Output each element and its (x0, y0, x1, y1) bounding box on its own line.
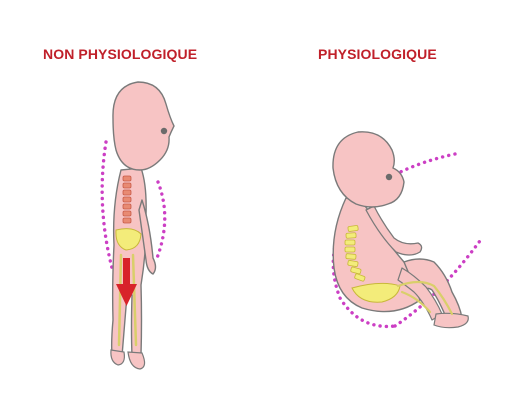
sitting-eye (386, 174, 392, 180)
sitting-foot (434, 313, 468, 327)
sitting-head (333, 132, 404, 207)
dotted-front-line (157, 182, 165, 258)
standing-infant-icon (102, 82, 174, 369)
standing-spine (123, 176, 131, 223)
standing-head (113, 82, 174, 170)
sitting-infant-icon (333, 132, 482, 328)
standing-foot-right (128, 352, 145, 369)
standing-foot-left (111, 350, 125, 365)
standing-eye (161, 128, 167, 134)
dotted-back-line (102, 142, 112, 268)
